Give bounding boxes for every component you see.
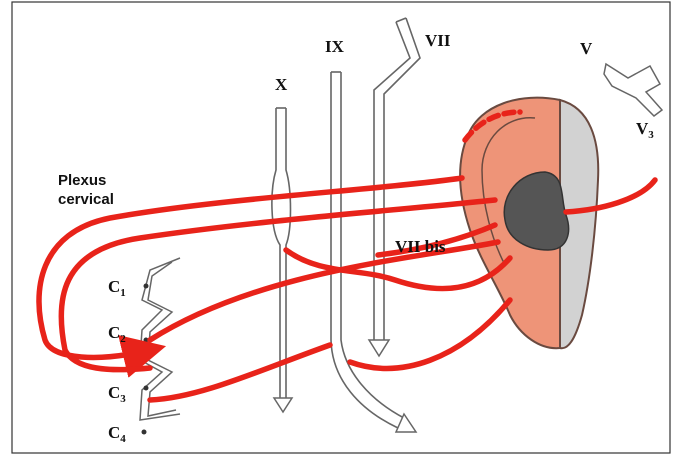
- label-ix: IX: [325, 37, 345, 56]
- label-v3: V3: [636, 119, 654, 141]
- label-c1: C1: [108, 277, 126, 299]
- label-plexus: Plexus: [58, 172, 106, 189]
- label-x: X: [275, 75, 288, 94]
- ear-auricle: [460, 98, 598, 349]
- label-vii: VII: [425, 31, 451, 50]
- label-vii-bis: VII bis: [395, 237, 446, 256]
- label-v: V: [580, 39, 593, 58]
- label-c4: C4: [108, 423, 126, 445]
- label-cervical: cervical: [58, 191, 114, 208]
- cervical-vertebrae: [140, 258, 180, 435]
- label-c2: C2: [108, 323, 126, 345]
- trigeminal-branch: [604, 64, 662, 116]
- plexus-loop-lower: [150, 345, 330, 400]
- label-c3: C3: [108, 383, 126, 405]
